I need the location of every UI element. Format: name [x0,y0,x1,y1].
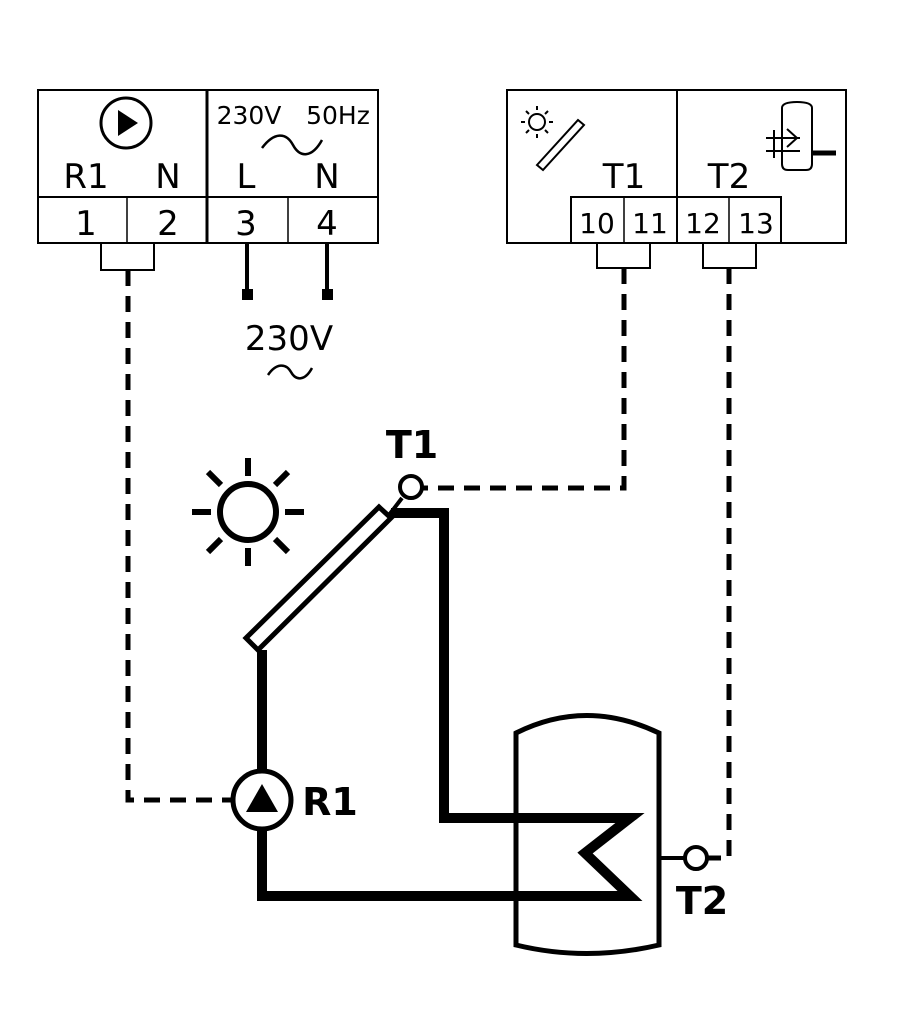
pump-signal-wire [125,270,232,803]
tank-sensor-label: T2 [676,879,728,923]
terminal-3: 3 [235,204,257,244]
pump-label: R1 [302,780,358,824]
collector-icon [535,118,586,172]
pump-connector [100,243,155,271]
mains-wires [242,243,333,300]
terminal-12: 12 [685,207,721,240]
right-terminal-block: T1 T2 10 11 12 13 [506,89,847,269]
pump-icon [99,96,153,150]
live-label: L [237,157,256,197]
signal-wires [125,268,732,861]
storage-tank [513,713,685,956]
tank-sensor [683,845,709,871]
t1-sensor-label: T1 [602,157,645,197]
supply-frequency-label: 50Hz [306,101,370,130]
hydraulic-pipes [257,508,645,901]
terminal-11: 11 [632,207,668,240]
terminal-13: 13 [738,207,774,240]
neutral-supply-label: N [314,157,339,197]
terminal-1: 1 [75,204,97,244]
terminal-2: 2 [157,204,179,244]
t2-connector [702,243,757,269]
t1-connector [596,243,651,269]
left-terminal-block: R1 N 230V 50Hz L N 1 2 3 4 [37,89,379,271]
collector-sensor-label: T1 [386,423,438,467]
r1-output-label: R1 [63,157,108,197]
neutral-output-label: N [155,157,180,197]
t1-signal-wire [423,268,627,491]
t2-signal-wire [708,268,732,861]
supply-voltage-label: 230V [217,101,282,130]
t2-sensor-label: T2 [707,157,750,197]
sun-large-icon [192,458,304,566]
ac-wave-icon [261,134,324,156]
collector-sensor [387,474,424,517]
terminal-10: 10 [579,207,615,240]
pump-symbol-icon [230,768,294,832]
mains-ac-icon [266,364,314,380]
tank-heating-icon [766,100,836,171]
supply-pipe [257,508,645,901]
mains-voltage-label: 230V [245,319,333,359]
sun-icon [521,106,553,138]
terminal-4: 4 [316,204,338,244]
